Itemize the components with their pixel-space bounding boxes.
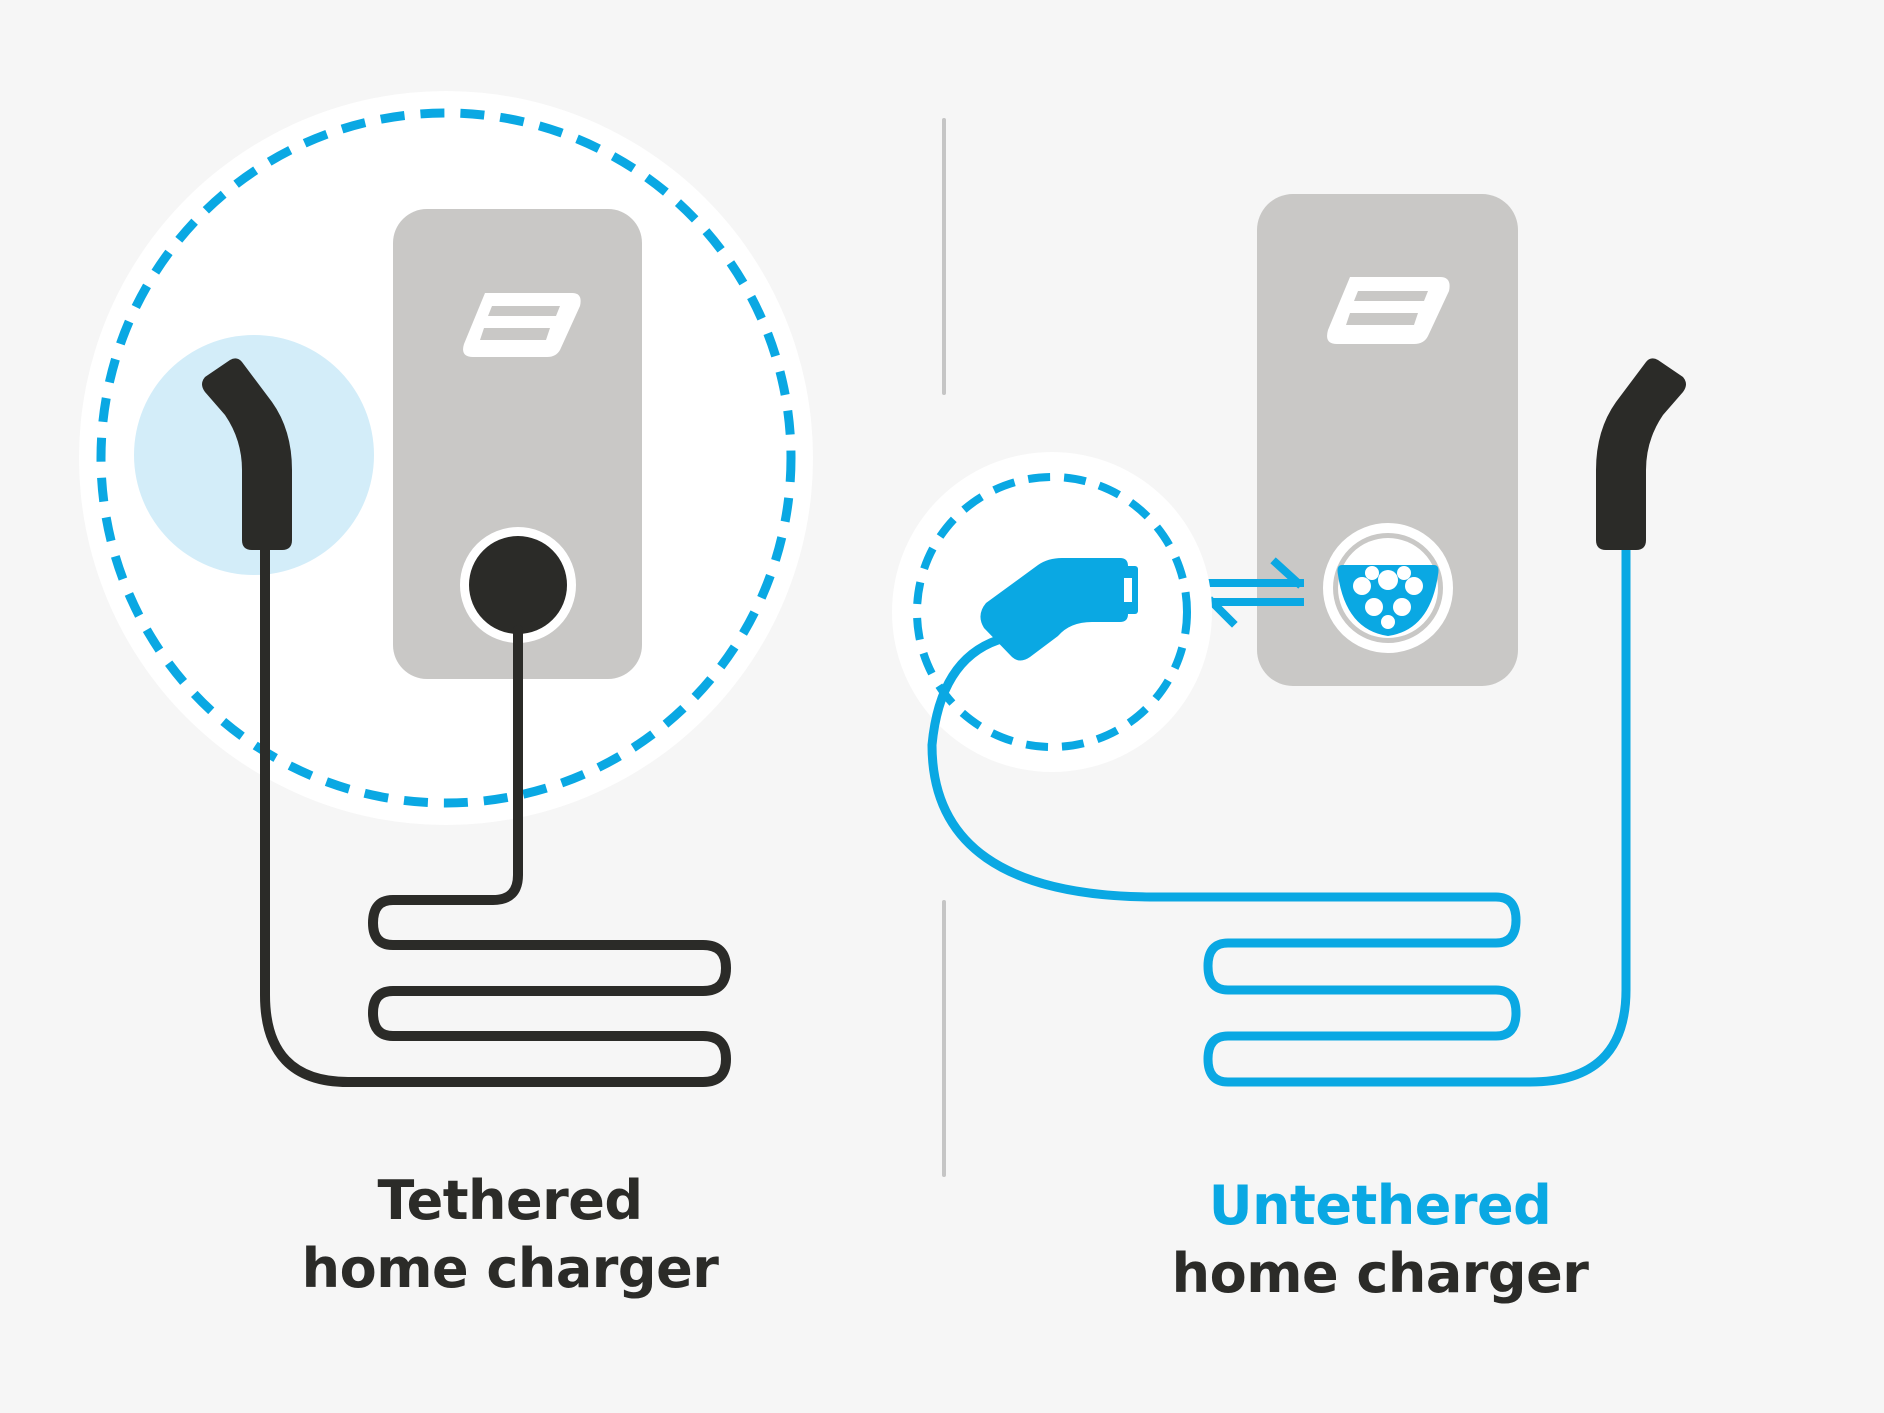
wallbox-unit-untethered: [1257, 194, 1518, 686]
type2-socket-icon: [1321, 521, 1455, 655]
untethered-cable: [927, 545, 1631, 1087]
tethered-charger-illustration: [79, 91, 813, 1087]
brand-logo: [463, 293, 581, 357]
untethered-charger-illustration: [892, 194, 1686, 1087]
charging-plug-icon: [980, 558, 1138, 661]
tethered-title: Tethered: [377, 1169, 643, 1232]
brand-logo-untethered: [1327, 277, 1450, 344]
wallbox-unit: [393, 209, 642, 679]
tethered-caption: Tethered home charger: [160, 1167, 860, 1303]
dashed-plug-circle: [913, 473, 1191, 751]
untethered-title: Untethered: [1208, 1174, 1552, 1237]
charging-connector-icon-untethered: [1596, 358, 1686, 550]
untethered-caption: Untethered home charger: [1030, 1172, 1730, 1308]
bidirectional-arrows-icon: [1206, 557, 1304, 628]
tethered-subtitle: home charger: [301, 1237, 719, 1300]
charging-connector-icon: [202, 358, 292, 550]
untethered-subtitle: home charger: [1171, 1242, 1589, 1305]
dashed-highlight-circle: [96, 108, 796, 808]
tethered-cable: [260, 545, 731, 1087]
